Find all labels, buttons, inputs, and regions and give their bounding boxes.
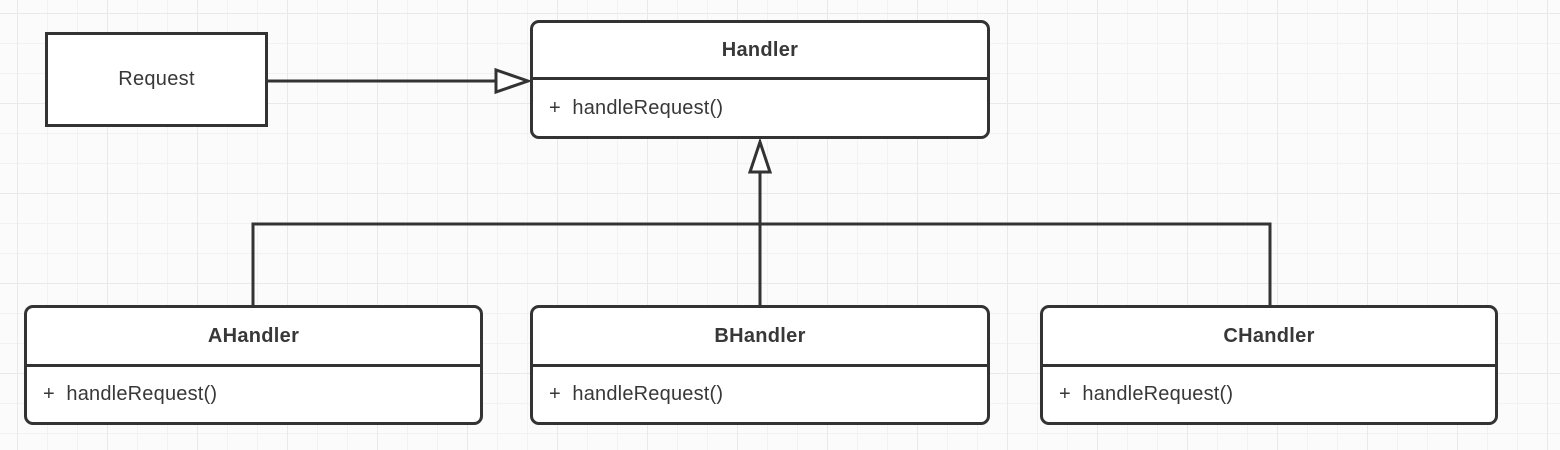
class-node-handler: Handler + handleRequest() xyxy=(530,20,990,139)
open-arrowhead-up-icon xyxy=(747,137,773,174)
request-to-handler-connector xyxy=(268,67,533,95)
handler-class-method: + handleRequest() xyxy=(549,96,724,119)
request-node: Request xyxy=(45,32,268,127)
class-node-chandler: CHandler + handleRequest() xyxy=(1040,305,1498,425)
bhandler-class-title: BHandler xyxy=(533,308,987,367)
ahandler-class-method: + handleRequest() xyxy=(43,383,218,405)
inheritance-trunk-line xyxy=(251,222,1272,307)
request-label: Request xyxy=(118,68,195,90)
class-node-bhandler: BHandler + handleRequest() xyxy=(530,305,990,425)
chandler-class-title: CHandler xyxy=(1043,308,1495,367)
bhandler-class-method: + handleRequest() xyxy=(549,383,724,405)
handler-class-title: Handler xyxy=(533,23,987,80)
class-node-ahandler: AHandler + handleRequest() xyxy=(24,305,483,425)
chandler-class-method: + handleRequest() xyxy=(1059,383,1234,405)
inheritance-connector xyxy=(251,137,1272,307)
ahandler-class-title: AHandler xyxy=(27,308,480,367)
open-arrowhead-right-icon xyxy=(494,67,533,95)
